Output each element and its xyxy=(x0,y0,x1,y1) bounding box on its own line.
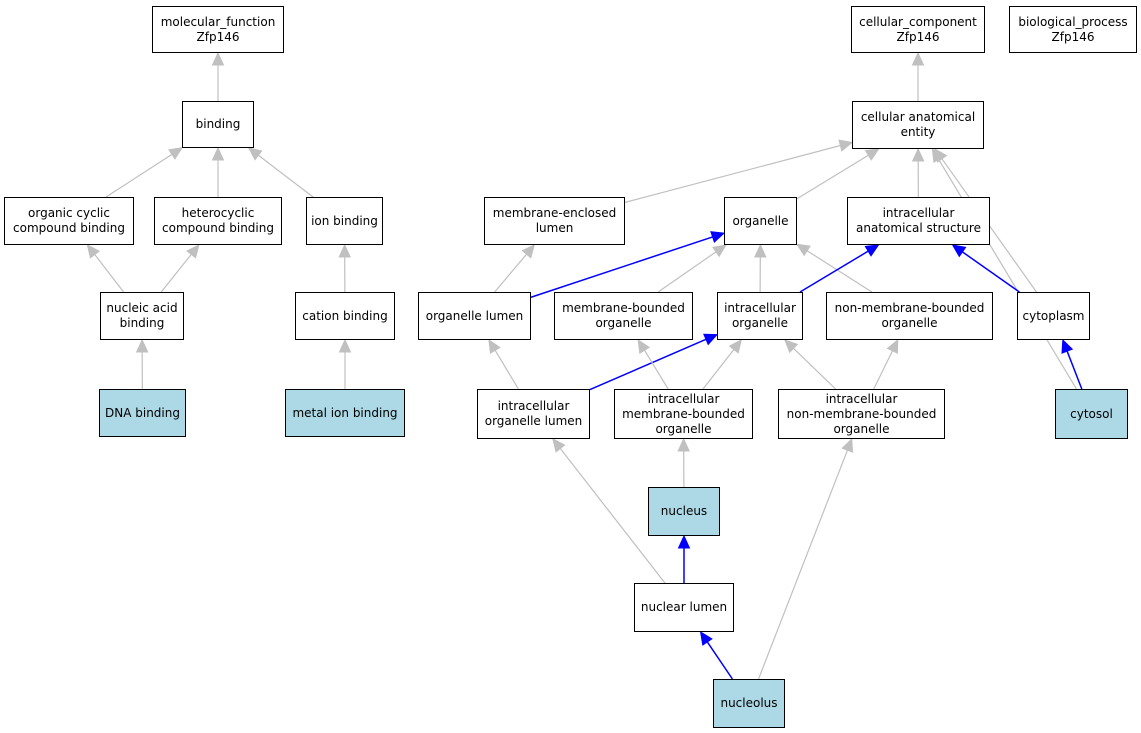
arrowhead-intracellular_organelle_lumen-to-organelle_lumen xyxy=(488,338,501,354)
node-heterocyclic-compound-binding[interactable]: heterocyclic compound binding xyxy=(154,197,282,245)
node-organelle[interactable]: organelle xyxy=(724,197,797,245)
node-nucleus[interactable]: nucleus xyxy=(648,487,720,536)
node-molecular-function[interactable]: molecular_function Zfp146 xyxy=(152,6,284,53)
node-nucleic-acid-binding[interactable]: nucleic acid binding xyxy=(100,292,184,340)
edge-intracellular_organelle_lumen-to-intracellular_organelle xyxy=(589,338,707,391)
edge-cytosol-to-cytoplasm xyxy=(1066,350,1083,390)
node-metal-ion-binding[interactable]: metal ion binding xyxy=(285,389,405,437)
arrowhead-binding-to-molecular_function xyxy=(211,51,225,66)
node-intracellular-organelle-lumen[interactable]: intracellular organelle lumen xyxy=(477,389,590,439)
edge-ion_binding-to-binding xyxy=(257,154,314,198)
arrowhead-organelle-to-cellular_anatomical xyxy=(864,148,880,161)
edge-cytosol-to-cellular_anatomical xyxy=(938,158,1078,390)
edge-organelle_lumen-to-organelle xyxy=(530,236,713,298)
arrowhead-heterocyclic-to-binding xyxy=(211,146,225,161)
arrowhead-organelle_lumen-to-organelle xyxy=(710,231,726,244)
arrowhead-intracellular_organelle-to-intracellular_anat xyxy=(864,244,880,257)
arrowhead-ion_binding-to-binding xyxy=(247,147,263,161)
arrowhead-nucleolus-to-intracellular_non_membrane_bounded xyxy=(841,437,854,453)
arrowhead-membrane_enclosed-to-cellular_anatomical xyxy=(838,139,854,152)
edge-intracellular_non_membrane_bounded-to-intracellular_organelle xyxy=(793,347,837,390)
arrowhead-nuclear_lumen-to-intracellular_organelle_lumen xyxy=(552,438,566,453)
arrowhead-nucleolus-to-nuclear_lumen xyxy=(699,631,713,646)
edge-nuclear_lumen-to-intracellular_organelle_lumen xyxy=(559,448,666,584)
arrowhead-organic_cyclic-to-binding xyxy=(168,147,184,160)
node-intracellular-anatomical-structure[interactable]: intracellular anatomical structure xyxy=(847,197,990,245)
edge-intracellular_non_membrane_bounded-to-non_membrane_bounded xyxy=(873,350,894,390)
node-cellular-component[interactable]: cellular_component Zfp146 xyxy=(851,6,985,53)
node-organelle-lumen[interactable]: organelle lumen xyxy=(418,292,531,340)
arrowhead-intracellular_non_membrane_bounded-to-non_membrane_bounded xyxy=(886,338,899,354)
edge-nucleic_acid-to-heterocyclic xyxy=(160,253,192,293)
arrowhead-cellular_anatomical-to-cellular_component xyxy=(911,51,925,66)
arrowhead-intracellular_non_membrane_bounded-to-intracellular_organelle xyxy=(783,339,799,354)
edge-intracellular_organelle_lumen-to-organelle_lumen xyxy=(494,349,519,390)
node-cation-binding[interactable]: cation binding xyxy=(295,292,395,340)
node-intracellular-organelle[interactable]: intracellular organelle xyxy=(717,292,803,340)
edge-organic_cyclic-to-binding xyxy=(105,153,173,198)
edge-intracellular_membrane_bounded-to-intracellular_organelle xyxy=(702,349,735,390)
edge-nucleic_acid-to-organic_cyclic xyxy=(94,254,125,293)
arrowhead-cation_binding-to-ion_binding xyxy=(338,243,351,258)
arrowhead-organelle_lumen-to-membrane_enclosed xyxy=(521,244,536,259)
arrowhead-membrane_bounded-to-organelle xyxy=(712,244,727,258)
arrowhead-cytosol-to-cytoplasm xyxy=(1061,338,1074,354)
node-membrane-bounded-organelle[interactable]: membrane-bounded organelle xyxy=(554,292,693,340)
arrowhead-intracellular_organelle-to-organelle xyxy=(754,243,767,258)
edge-membrane_bounded-to-organelle xyxy=(657,251,717,293)
node-nucleolus[interactable]: nucleolus xyxy=(713,679,785,728)
arrowhead-intracellular_membrane_bounded-to-membrane_bounded xyxy=(637,338,651,354)
edge-nucleolus-to-nuclear_lumen xyxy=(706,641,734,680)
node-organic-cyclic-compound-binding[interactable]: organic cyclic compound binding xyxy=(4,197,134,245)
node-intracellular-membrane-bounded-organelle[interactable]: intracellular membrane-bounded organelle xyxy=(614,389,753,439)
arrowhead-metal_ion_binding-to-cation_binding xyxy=(338,338,352,353)
edge-nucleolus-to-intracellular_non_membrane_bounded xyxy=(757,449,848,680)
arrowhead-dna_binding-to-nucleic_acid xyxy=(135,338,149,353)
edge-membrane_enclosed-to-cellular_anatomical xyxy=(624,144,841,203)
node-membrane-enclosed-lumen[interactable]: membrane-enclosed lumen xyxy=(484,197,625,245)
edge-organelle-to-cellular_anatomical xyxy=(796,154,869,200)
arrowhead-intracellular_organelle_lumen-to-intracellular_organelle xyxy=(703,333,719,346)
node-binding[interactable]: binding xyxy=(182,101,254,148)
arrowhead-intracellular_membrane_bounded-to-intracellular_organelle xyxy=(728,339,743,354)
arrowhead-intracellular_anat-to-cellular_anatomical xyxy=(911,147,925,162)
edge-organelle_lumen-to-membrane_enclosed xyxy=(494,253,528,293)
arrowhead-cytosol-to-cellular_anatomical xyxy=(931,147,945,163)
arrowhead-non_membrane_bounded-to-organelle xyxy=(795,243,811,257)
arrowhead-nuclear_lumen-to-nucleus xyxy=(677,534,691,549)
edge-cytoplasm-to-intracellular_anat xyxy=(961,251,1020,293)
edge-intracellular_organelle-to-intracellular_anat xyxy=(799,250,869,293)
node-ion-binding[interactable]: ion binding xyxy=(306,197,383,245)
node-biological-process[interactable]: biological_process Zfp146 xyxy=(1009,6,1137,53)
arrowhead-nucleus-to-intracellular_membrane_bounded xyxy=(677,437,690,452)
node-cytoplasm[interactable]: cytoplasm xyxy=(1017,292,1090,340)
node-non-membrane-bounded-organelle[interactable]: non-membrane-bounded organelle xyxy=(826,292,993,340)
edge-non_membrane_bounded-to-organelle xyxy=(806,250,873,293)
arrowhead-nucleic_acid-to-heterocyclic xyxy=(186,244,200,259)
node-nuclear-lumen[interactable]: nuclear lumen xyxy=(634,583,734,632)
arrowhead-cytoplasm-to-intracellular_anat xyxy=(951,244,967,258)
edge-intracellular_membrane_bounded-to-membrane_bounded xyxy=(643,349,669,390)
node-cellular-anatomical-entity[interactable]: cellular anatomical entity xyxy=(852,101,984,149)
arrowhead-nucleic_acid-to-organic_cyclic xyxy=(86,244,101,259)
node-intracellular-non-membrane-bounded-organelle[interactable]: intracellular non-membrane-bounded organ… xyxy=(778,389,945,439)
node-cytosol[interactable]: cytosol xyxy=(1055,389,1128,439)
node-dna-binding[interactable]: DNA binding xyxy=(99,389,186,437)
